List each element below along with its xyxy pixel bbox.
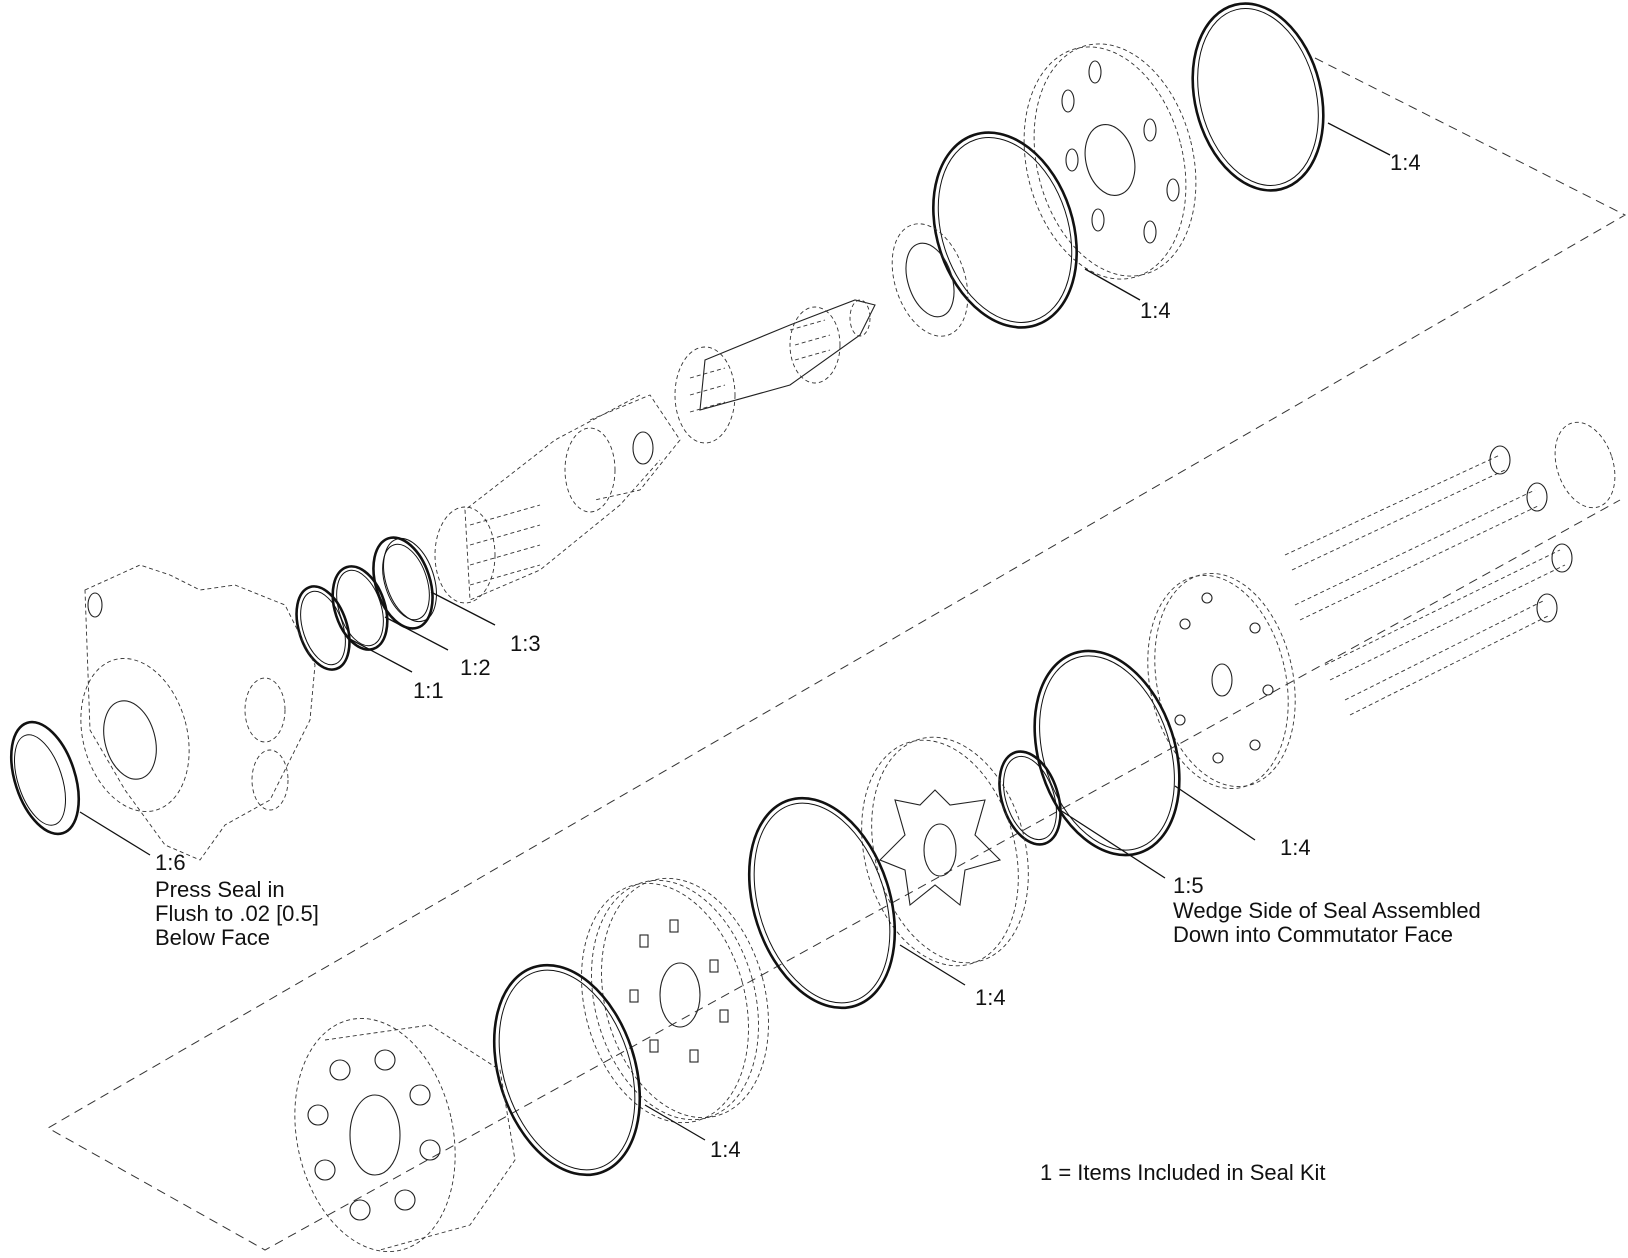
callout-1-1: 1:1 <box>413 678 444 703</box>
note-press-seal-line-1: Press Seal in <box>155 877 285 902</box>
callout-1-4-bottom: 1:4 <box>710 1137 741 1162</box>
callout-1-5: 1:5 <box>1173 873 1204 898</box>
callout-1-4-right: 1:4 <box>1280 835 1311 860</box>
housing <box>80 564 316 861</box>
oring-upper <box>932 131 1078 329</box>
callout-1-2: 1:2 <box>460 655 491 680</box>
rotor-set <box>294 1017 516 1253</box>
callout-1-3: 1:3 <box>510 631 541 656</box>
assembly-boundary <box>46 57 1627 1251</box>
shaft-seal-1-6 <box>10 720 80 836</box>
oring-bottom <box>492 963 642 1177</box>
leader-lines <box>79 122 1391 1141</box>
cap-bolts <box>1284 421 1616 716</box>
bearing-sleeve <box>589 394 681 501</box>
callout-1-6: 1:6 <box>155 850 186 875</box>
output-shaft <box>434 394 661 604</box>
oring-mid <box>747 796 897 1010</box>
note-press-seal-line-2: Flush to .02 [0.5] <box>155 901 319 926</box>
callout-1-4-top: 1:4 <box>1390 150 1421 175</box>
note-wedge-side-line-1: Wedge Side of Seal Assembled <box>1173 898 1481 923</box>
note-press-seal-line-3: Below Face <box>155 925 270 950</box>
outer-oring-top <box>1191 2 1325 192</box>
drive-link <box>674 299 876 444</box>
seal-1-5 <box>998 750 1062 846</box>
note-wedge-side: Wedge Side of Seal Assembled Down into C… <box>1173 898 1481 947</box>
seal-1-1 <box>295 585 351 671</box>
callout-1-4-upper: 1:4 <box>1140 298 1171 323</box>
note-press-seal: Press Seal in Flush to .02 [0.5] Below F… <box>155 877 319 950</box>
thrust-bearing <box>891 223 969 337</box>
end-cover <box>1147 572 1296 790</box>
oring-right <box>1033 649 1181 857</box>
note-wedge-side-line-2: Down into Commutator Face <box>1173 922 1453 947</box>
callout-1-4-mid: 1:4 <box>975 985 1006 1010</box>
legend-seal-kit: 1 = Items Included in Seal Kit <box>1040 1160 1326 1185</box>
manifold <box>581 877 769 1124</box>
seal-1-3 <box>372 536 437 630</box>
wear-plate-top <box>1023 43 1197 280</box>
commutator <box>861 736 1029 967</box>
